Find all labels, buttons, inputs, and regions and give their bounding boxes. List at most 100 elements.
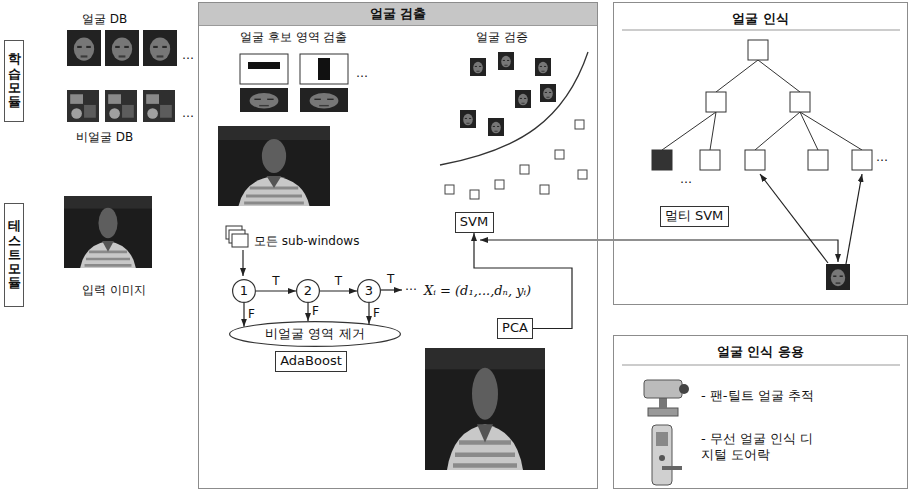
classifier-tree [808,150,828,170]
classifier-tree [852,150,872,170]
door-lock [656,432,668,446]
haar-feature [248,62,280,69]
method-box: SVM [455,212,494,233]
haar-feature [300,54,348,84]
haar-feature [300,88,348,112]
pan-tilt-camera [679,384,689,394]
application-panel: 얼굴 인식 응용- 팬-틸트 얼굴 추적- 무선 얼굴 인식 디지털 도어락 [613,335,908,489]
section-label: 얼굴 후보 영역 검출 [240,30,347,44]
sub-window-icon [232,234,248,247]
haar-feature [240,54,348,112]
connector [243,303,244,327]
detection-image [218,126,330,206]
ellipsis-mark: … [182,106,194,120]
classifier-tree [760,174,828,263]
outline [230,322,401,347]
connector [256,290,296,291]
classifier-tree [652,150,672,170]
node-text: AdaBoost [280,353,342,369]
connector [320,290,357,291]
svm-scatter [440,52,588,199]
nonface-db-images [143,90,175,122]
panel-heading: 얼굴 인식 [614,11,907,27]
svm-to-recognition-wire [480,240,838,262]
method-box: AdaBoost [275,351,347,372]
method-box: 멀티 SVM [660,206,729,227]
classifier-tree [662,60,862,150]
db-label: 비얼굴 DB [76,130,133,144]
formula-label: Xᵢ = (d₁,...,dₙ, yᵢ) [424,283,531,299]
reject-ellipse: 비얼굴 영역 제거 [229,321,401,347]
door-lock [662,466,682,470]
haar-feature [240,54,288,84]
svm-scatter [440,52,588,165]
input-image [64,196,152,268]
cascade-stage: 3 [357,279,381,303]
connector [474,233,572,329]
node-text: PCA [502,320,528,336]
svm-scatter [535,58,551,76]
nonface-db-images [67,90,175,122]
cascade-exit-arrow [381,289,402,290]
svm-scatter [498,52,514,70]
module-label-box: 학습 모듈 [4,40,24,122]
cascade-stage: 1 [232,279,256,303]
door-lock [652,425,672,485]
door-lock [659,455,665,461]
connector [368,303,369,324]
sub-window-icon [242,250,243,276]
haar-feature [240,88,288,112]
sub-window-icon [226,226,248,276]
panel-heading: 얼굴 검출 [199,3,597,26]
pan-tilt-camera [644,380,682,398]
edge-label: T [334,275,343,288]
node-text: 테스트 모듈 [8,219,21,290]
classifier-tree [846,174,862,264]
output-face-image [425,348,545,470]
nonface-db-images [105,90,137,122]
svm-scatter [515,90,531,108]
edge-label: T [271,275,280,288]
svm-scatter [540,84,556,102]
classifier-tree [748,40,768,60]
method-box: PCA [497,318,533,339]
edge-label: F [311,305,320,318]
face-db-images [67,30,101,66]
face-db-images [143,30,177,66]
classifier-tree [745,150,765,170]
pan-tilt-camera [648,408,678,416]
pan-tilt-camera [644,380,689,416]
ellipsis-mark: … [405,279,417,293]
panel-rule [622,365,900,366]
svm-scatter [488,118,504,136]
outline [297,280,320,303]
cascade-stage: 2 [296,279,320,303]
svm-scatter [555,150,564,159]
node-text: - 무선 얼굴 인식 디지털 도어락 [701,431,821,464]
classifier-tree [826,264,850,290]
section-label: 얼굴 검증 [476,30,528,44]
edge-label: T [387,272,394,286]
node-text: 3 [365,283,373,299]
ellipsis-mark: … [182,48,194,62]
face-db-images [105,30,139,66]
svm-scatter [540,185,549,194]
svm-scatter [470,190,479,199]
svm-scatter [495,180,504,189]
svm-scatter [470,58,486,76]
ellipsis-mark: … [876,150,888,164]
connector [307,303,308,321]
outline [358,280,381,303]
ellipsis-mark: … [356,66,368,80]
node-text: 2 [304,283,312,299]
module-label-box: 테스트 모듈 [4,203,24,307]
svm-scatter [520,165,529,174]
ellipsis-mark: … [680,172,692,186]
edge-label: F [247,308,256,321]
annotation-label: 모든 sub-windows [254,234,359,248]
edge-label: F [372,307,381,320]
